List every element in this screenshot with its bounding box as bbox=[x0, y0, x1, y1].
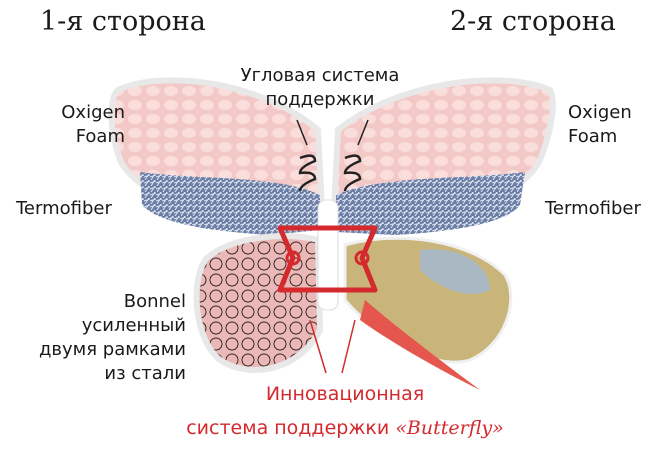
termofiber-right-label: Termofiber bbox=[545, 198, 641, 219]
label-line: усиленный bbox=[81, 315, 186, 336]
leader-line bbox=[296, 119, 308, 146]
label-line: Foam bbox=[568, 126, 618, 147]
termofiber-left bbox=[140, 172, 320, 235]
corner-support-label: Угловая система поддержки bbox=[200, 64, 440, 112]
oxigen-foam-right-label: Oxigen Foam bbox=[568, 101, 632, 149]
butterfly-support-bracket bbox=[277, 225, 378, 293]
paint-splash-highlight bbox=[420, 249, 490, 294]
leader-line bbox=[357, 119, 369, 146]
bonnel-label: Bonnel усиленный двумя рамками из стали bbox=[39, 290, 186, 386]
label-line: Угловая система bbox=[240, 65, 400, 86]
leader-line bbox=[341, 319, 356, 374]
label-line: Foam bbox=[75, 126, 125, 147]
corner-spring-right bbox=[343, 154, 362, 192]
label-line: Bonnel bbox=[123, 291, 186, 312]
label-line: двумя рамками bbox=[38, 339, 186, 360]
caption-line-1: Инновационная bbox=[265, 383, 425, 405]
label-line: из стали bbox=[104, 363, 186, 384]
bracket-loop-left bbox=[285, 250, 301, 266]
leader-line bbox=[309, 319, 327, 374]
caption-prefix: система поддержки bbox=[186, 417, 396, 439]
label-line: поддержки bbox=[265, 89, 375, 110]
termofiber-left-label: Termofiber bbox=[16, 198, 112, 219]
side-1-title: 1-я сторона bbox=[40, 6, 206, 37]
label-line: Oxigen bbox=[568, 102, 632, 123]
termofiber-right bbox=[336, 172, 525, 235]
label-line: Oxigen bbox=[61, 102, 125, 123]
lower-left-wing bbox=[193, 233, 324, 373]
caption-line-2: система поддержки «Butterfly» bbox=[135, 411, 555, 445]
butterfly-body bbox=[317, 199, 339, 311]
oxigen-foam-left-label: Oxigen Foam bbox=[61, 101, 125, 149]
bracket-loop-right bbox=[354, 250, 370, 266]
side-2-title: 2-я сторона bbox=[450, 6, 616, 37]
brand-name: «Butterfly» bbox=[395, 417, 504, 439]
paint-splash bbox=[360, 300, 480, 390]
butterfly-caption: Инновационная система поддержки «Butterf… bbox=[135, 377, 555, 445]
corner-spring-left bbox=[298, 154, 317, 192]
